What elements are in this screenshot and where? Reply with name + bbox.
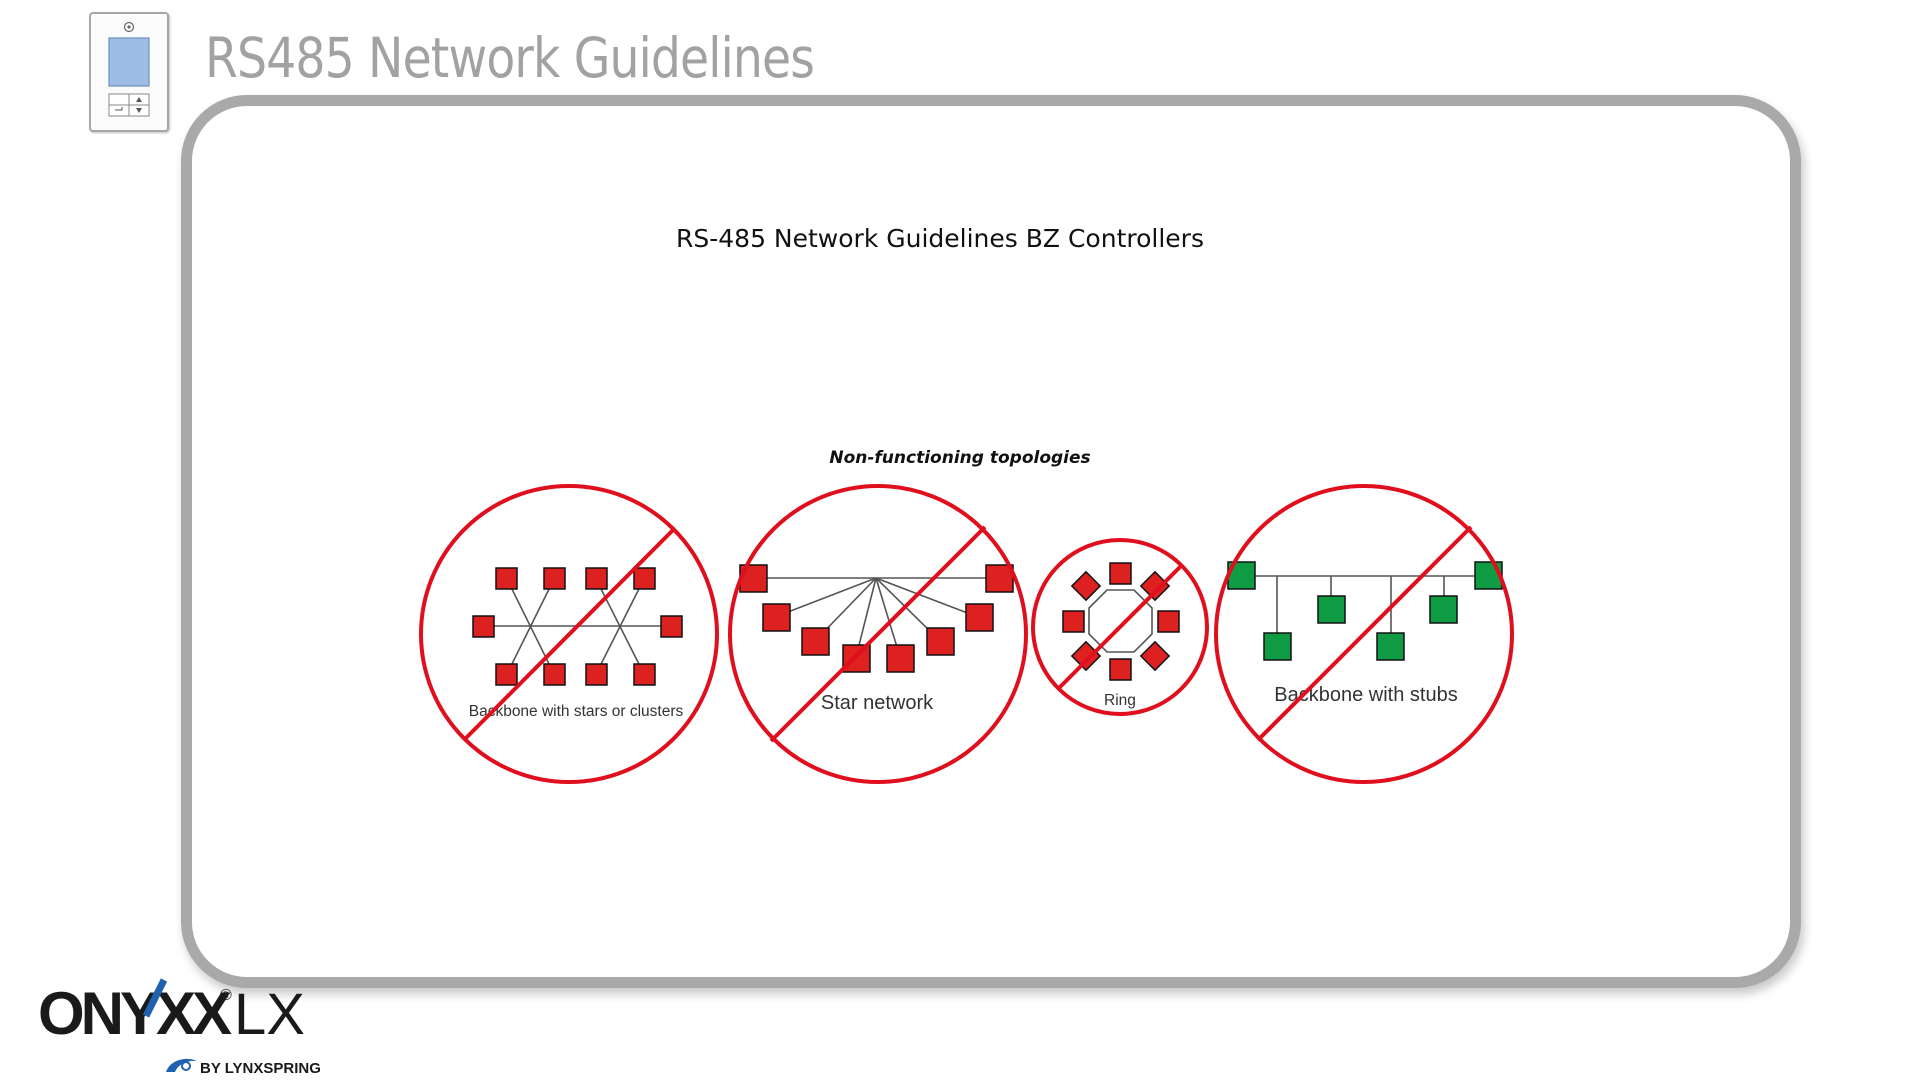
- topology-ring: Ring: [1033, 540, 1207, 714]
- svg-text:BY LYNXSPRING: BY LYNXSPRING: [200, 1060, 321, 1077]
- topology-backbone-stubs: Backbone with stubs: [1216, 486, 1512, 782]
- svg-text:®: ®: [220, 987, 232, 1004]
- topology-backbone-stars: Backbone with stars or clusters: [421, 486, 717, 782]
- onyxx-lx-logo: ONYXX ® LX BY LYNXSPRING: [36, 972, 336, 1080]
- svg-text:ONYXX: ONYXX: [38, 980, 232, 1047]
- svg-text:LX: LX: [234, 982, 305, 1047]
- topology-label: Star network: [821, 692, 934, 714]
- node-squares: [1063, 563, 1179, 680]
- topology-star-network: Star network: [730, 486, 1026, 782]
- topology-label: Ring: [1104, 692, 1136, 709]
